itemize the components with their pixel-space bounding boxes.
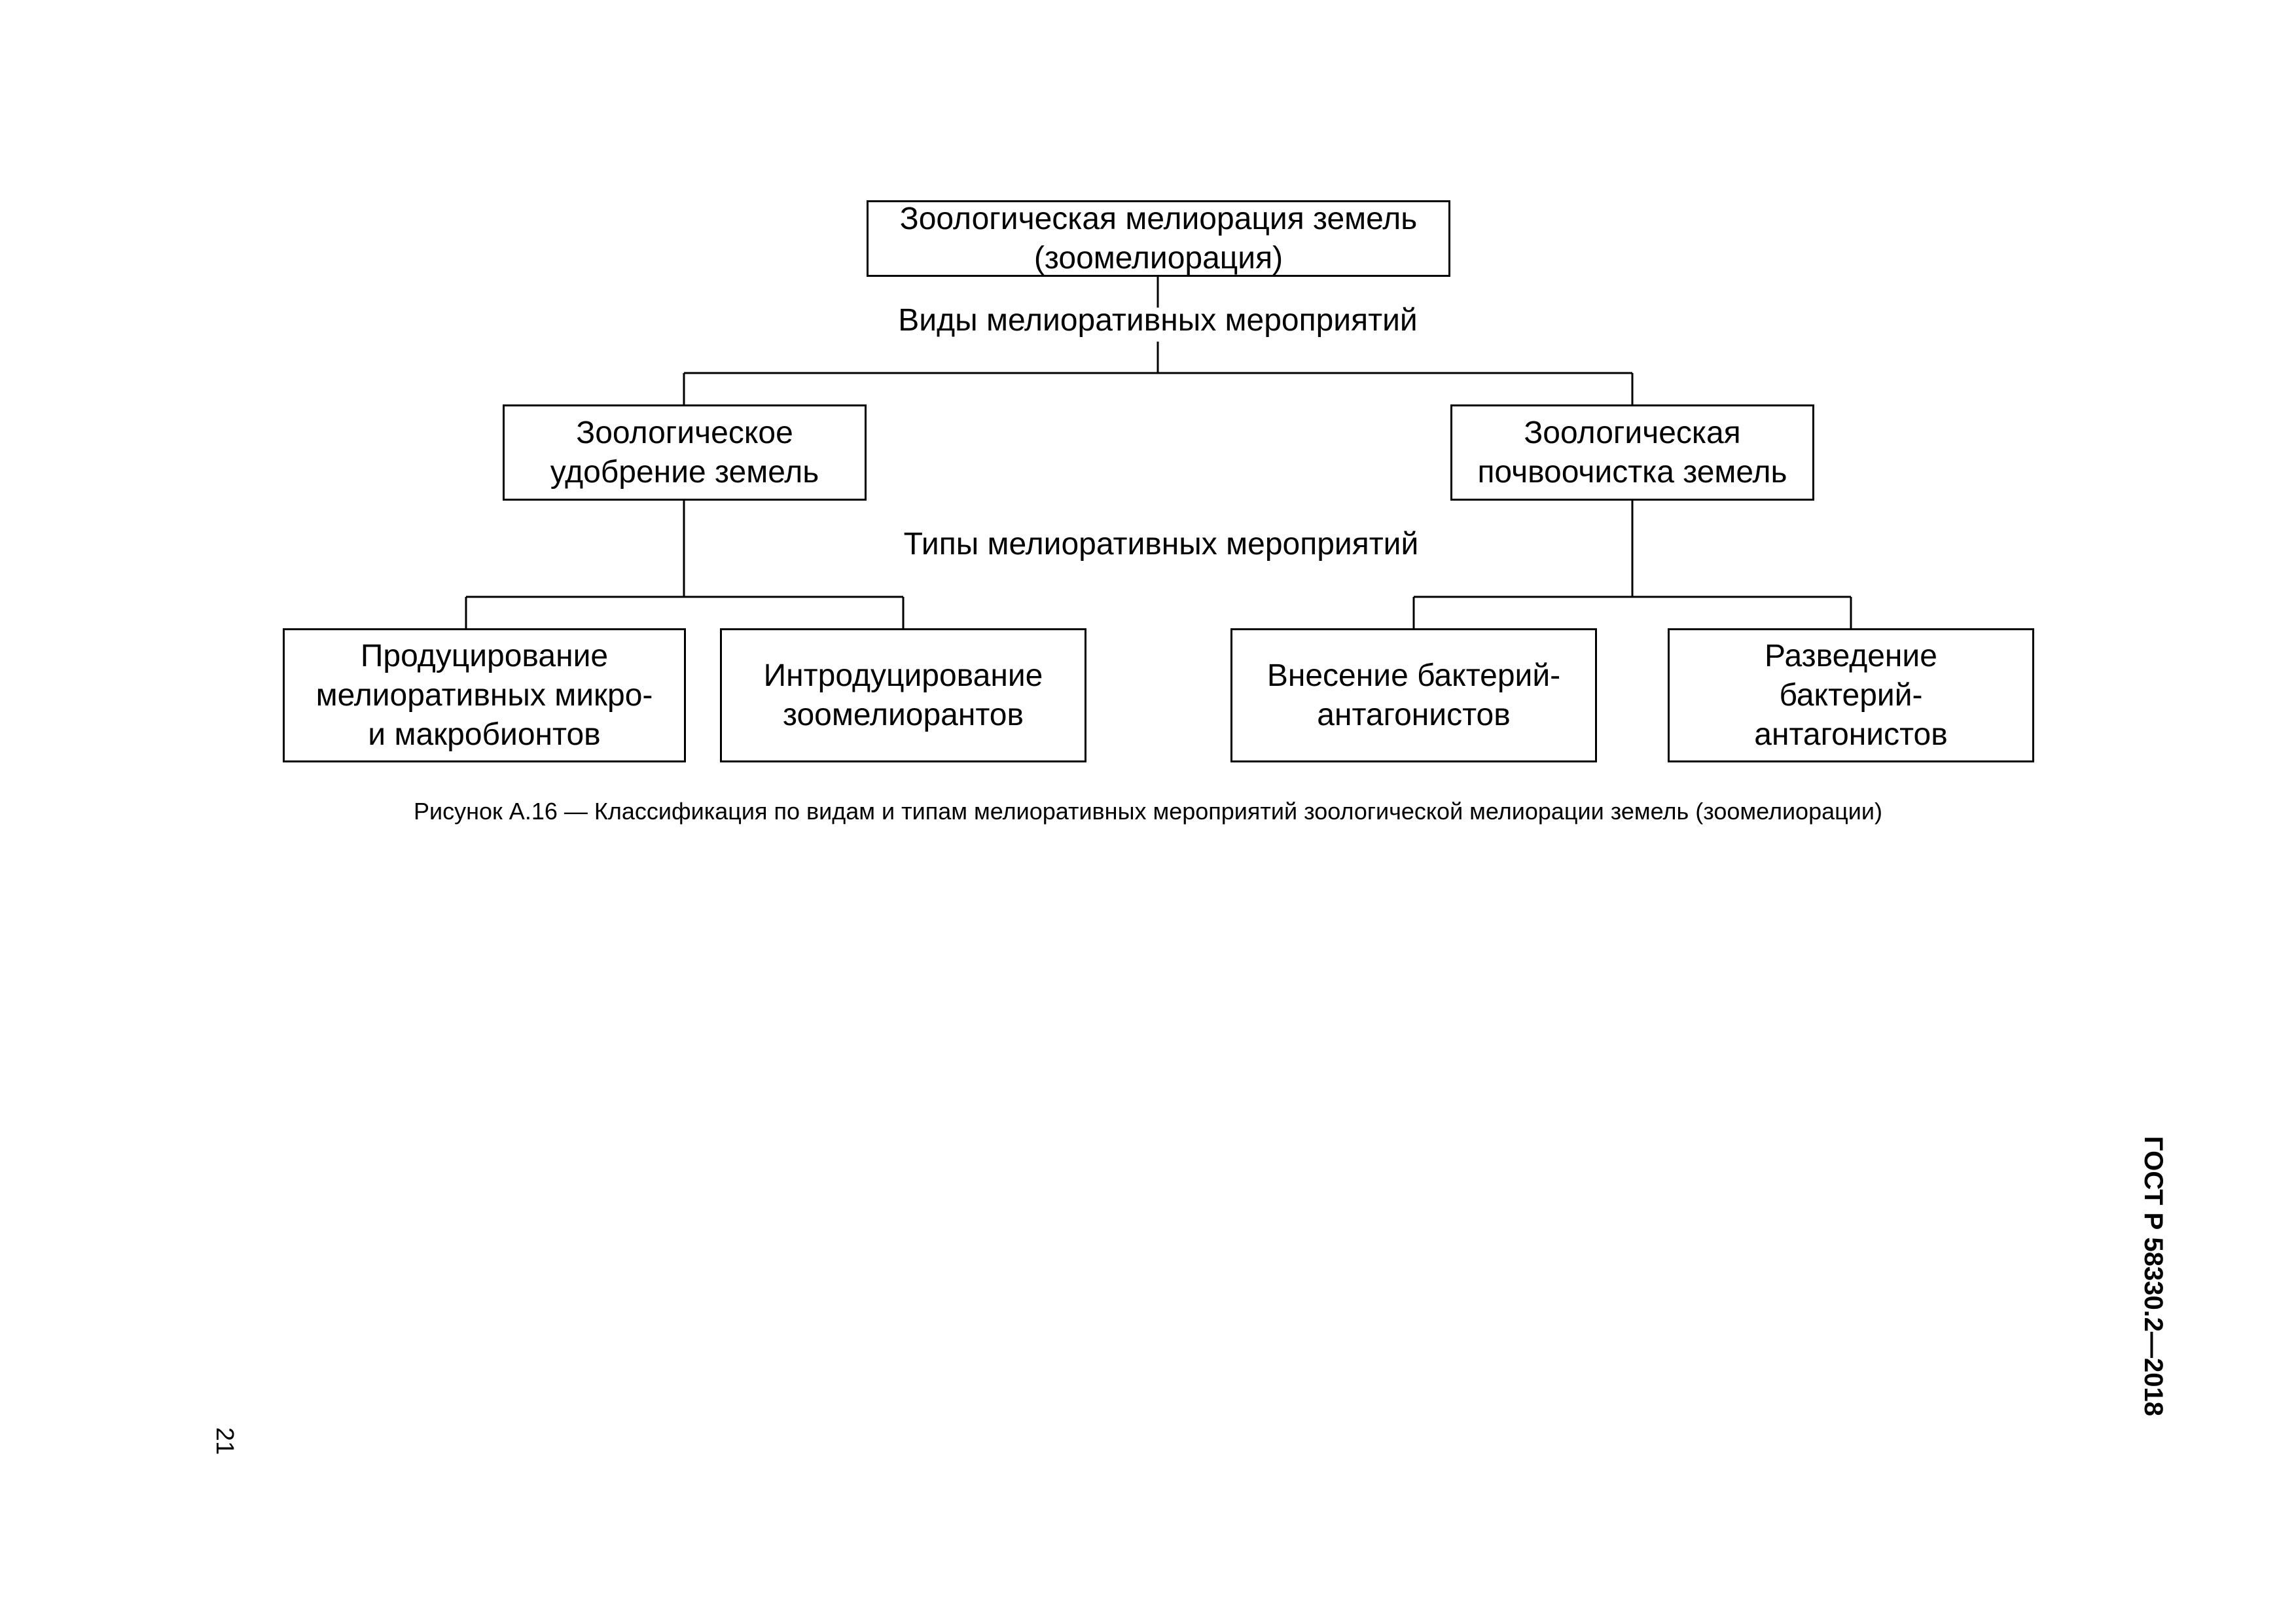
level1-label: Виды мелиоративных мероприятий (898, 303, 1418, 338)
measure-box-3: Внесение бактерий- антагонистов (1230, 628, 1597, 762)
page-number: 21 (211, 1427, 239, 1455)
type-box-right: Зоологическая почвоочистка земель (1450, 404, 1814, 501)
figure-caption: Рисунок А.16 — Классификация по видам и … (414, 798, 1882, 825)
type-box-left: Зоологическое удобрение земель (503, 404, 867, 501)
level2-label: Типы мелиоративных мероприятий (903, 527, 1419, 562)
measure-box-2: Интродуцирование зоомелиорантов (720, 628, 1086, 762)
measure-box-1: Продуцирование мелиоративных микро- и ма… (283, 628, 686, 762)
root-box: Зоологическая мелиорация земель (зоомели… (867, 200, 1450, 277)
measure-box-4: Разведение бактерий- антагонистов (1668, 628, 2034, 762)
document-code: ГОСТ Р 58330.2—2018 (2139, 1135, 2168, 1417)
